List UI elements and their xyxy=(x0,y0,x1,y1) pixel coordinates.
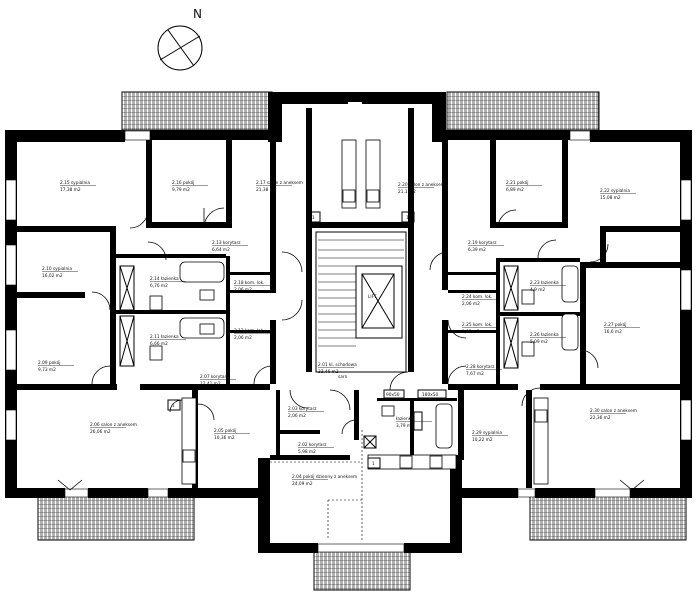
room-area-r216: 9,79 m2 xyxy=(172,187,190,193)
room-label-r226: 2.26 łazienka xyxy=(530,332,559,338)
shower xyxy=(119,315,135,367)
lift-label: LIFT xyxy=(368,294,377,300)
shower xyxy=(503,265,519,311)
room-label-r229: 2.29 sypialnia xyxy=(472,430,502,436)
fixtures xyxy=(119,139,579,485)
windows xyxy=(5,130,692,553)
room-label-r210: 2.10 sypialnia xyxy=(42,266,72,272)
balcony-south-center xyxy=(313,547,411,591)
room-label-r221: 2.21 pokój xyxy=(506,179,528,186)
room-area-r215: 17,38 m2 xyxy=(60,187,81,193)
room-area-r225: 1,93 m2 xyxy=(462,329,480,335)
room-area-r227: 16,6 m2 xyxy=(604,329,622,335)
room-area-r210: 16,02 m2 xyxy=(42,273,63,279)
svg-text:180x50: 180x50 xyxy=(422,392,438,398)
dashed-lines xyxy=(270,430,363,540)
shower xyxy=(119,265,135,311)
room-area-r228: 7,67 m2 xyxy=(466,371,484,377)
svg-text:1: 1 xyxy=(312,215,315,221)
room-label-r2b: łazienka xyxy=(396,416,414,422)
kitchen-unit xyxy=(181,397,197,485)
svg-text:1: 1 xyxy=(172,403,175,409)
room-area-r221: 6,89 m2 xyxy=(506,187,524,193)
room-area-r206: 26,06 m2 xyxy=(90,429,111,435)
room-area-r217: 21,38 m2 xyxy=(256,187,277,193)
room-label-r213: 2.13 korytarz xyxy=(212,240,241,246)
room-label-r217: 2.17 salon z aneksem xyxy=(256,180,303,186)
room-label-r206: 2.06 salon z aneksem xyxy=(90,422,137,428)
doors xyxy=(57,207,645,491)
room-label-r209: 2.09 pokój xyxy=(38,359,60,366)
room-label-r201: 2.01 kl. schodowa xyxy=(318,362,357,368)
room-area-r218: 2,06 m2 xyxy=(234,287,252,293)
room-label-r203: 2.03 korytarz xyxy=(288,406,317,412)
room-area-r201: 33,46 m2 xyxy=(318,369,339,375)
room-label-r218: 2.18 kom. lok. xyxy=(234,280,265,286)
room-label-r222: 2.22 sypialnia xyxy=(600,188,630,194)
svg-text:1: 1 xyxy=(372,461,375,467)
room-label-r223: 2.23 łazienka xyxy=(530,280,559,286)
svg-text:1: 1 xyxy=(406,215,409,221)
room-label-r225: 2.25 kom. lok. xyxy=(462,322,493,328)
bathtub xyxy=(561,265,579,303)
room-area-r212: 2,06 m2 xyxy=(234,335,252,341)
room-area-r223: 4,9 m2 xyxy=(530,287,545,293)
north-compass: N xyxy=(157,7,203,71)
north-label: N xyxy=(193,7,202,21)
room-label-r207: 2.07 korytarz xyxy=(200,374,229,380)
room-area-r207: 12,41 m2 xyxy=(200,381,221,387)
svg-text:sarn: sarn xyxy=(338,374,348,380)
balcony-south-west xyxy=(37,495,195,541)
bathtub xyxy=(561,313,579,351)
balcony-south-east xyxy=(529,495,687,541)
room-area-r209: 9,73 m2 xyxy=(38,367,56,373)
stair-core: LIFT xyxy=(315,231,407,373)
room-label-r214: 2.14 łazienka xyxy=(150,276,179,282)
room-area-r205: 10,36 m2 xyxy=(214,435,235,441)
room-label-r202: 2.02 korytarz xyxy=(298,442,327,448)
room-area-r214: 6,76 m2 xyxy=(150,283,168,289)
room-area-r226: 5,09 m2 xyxy=(530,339,548,345)
room-label-r212: 2.12 kom. lok. xyxy=(234,328,265,334)
room-area-r211: 6,66 m2 xyxy=(150,341,168,347)
svg-text:90x50: 90x50 xyxy=(386,392,400,398)
room-area-r222: 15,08 m2 xyxy=(600,195,621,201)
room-area-r230: 22,36 m2 xyxy=(590,415,611,421)
balconies xyxy=(37,91,687,591)
small-boxes: 1 1 1 1 90x50 180x50 sarn xyxy=(167,211,447,469)
room-label-r205: 2.05 pokój xyxy=(214,427,236,434)
bathtub xyxy=(179,261,225,283)
room-label-r230: 2.30 salon z aneksem xyxy=(590,408,637,414)
room-label-r228: 2.28 korytarz xyxy=(466,364,495,370)
room-label-r215: 2.15 sypialnia xyxy=(60,180,90,186)
room-area-r203: 2,06 m2 xyxy=(288,413,306,419)
room-area-r220: 21,1 m2 xyxy=(398,189,416,195)
balcony-north-west xyxy=(121,91,273,131)
room-label-r224: 2.24 kom. lok. xyxy=(462,294,493,300)
balcony-north-east xyxy=(446,91,600,131)
room-label-r211: 2.11 łazienka xyxy=(150,334,179,340)
room-label-r227: 2.27 pokój xyxy=(604,321,626,328)
room-area-r202: 5,98 m2 xyxy=(298,449,316,455)
room-area-r213: 6,64 m2 xyxy=(212,247,230,253)
room-area-r204: 24,09 m2 xyxy=(292,481,313,487)
shower xyxy=(503,317,519,369)
room-area-r2b: 3,79 m2 xyxy=(396,423,414,429)
interior-walls xyxy=(17,108,692,488)
room-label-r220: 2.20 salon z aneksem xyxy=(398,182,445,188)
room-label-r216: 2.16 pokój xyxy=(172,179,194,186)
room-area-r219: 6,39 m2 xyxy=(468,247,486,253)
room-label-r219: 2.19 korytarz xyxy=(468,240,497,246)
room-area-r229: 10,22 m2 xyxy=(472,437,493,443)
room-area-r224: 2,06 m2 xyxy=(462,301,480,307)
bathtub xyxy=(435,403,453,449)
room-label-r204: 2.04 pokój dzienny z aneksem xyxy=(292,473,357,480)
